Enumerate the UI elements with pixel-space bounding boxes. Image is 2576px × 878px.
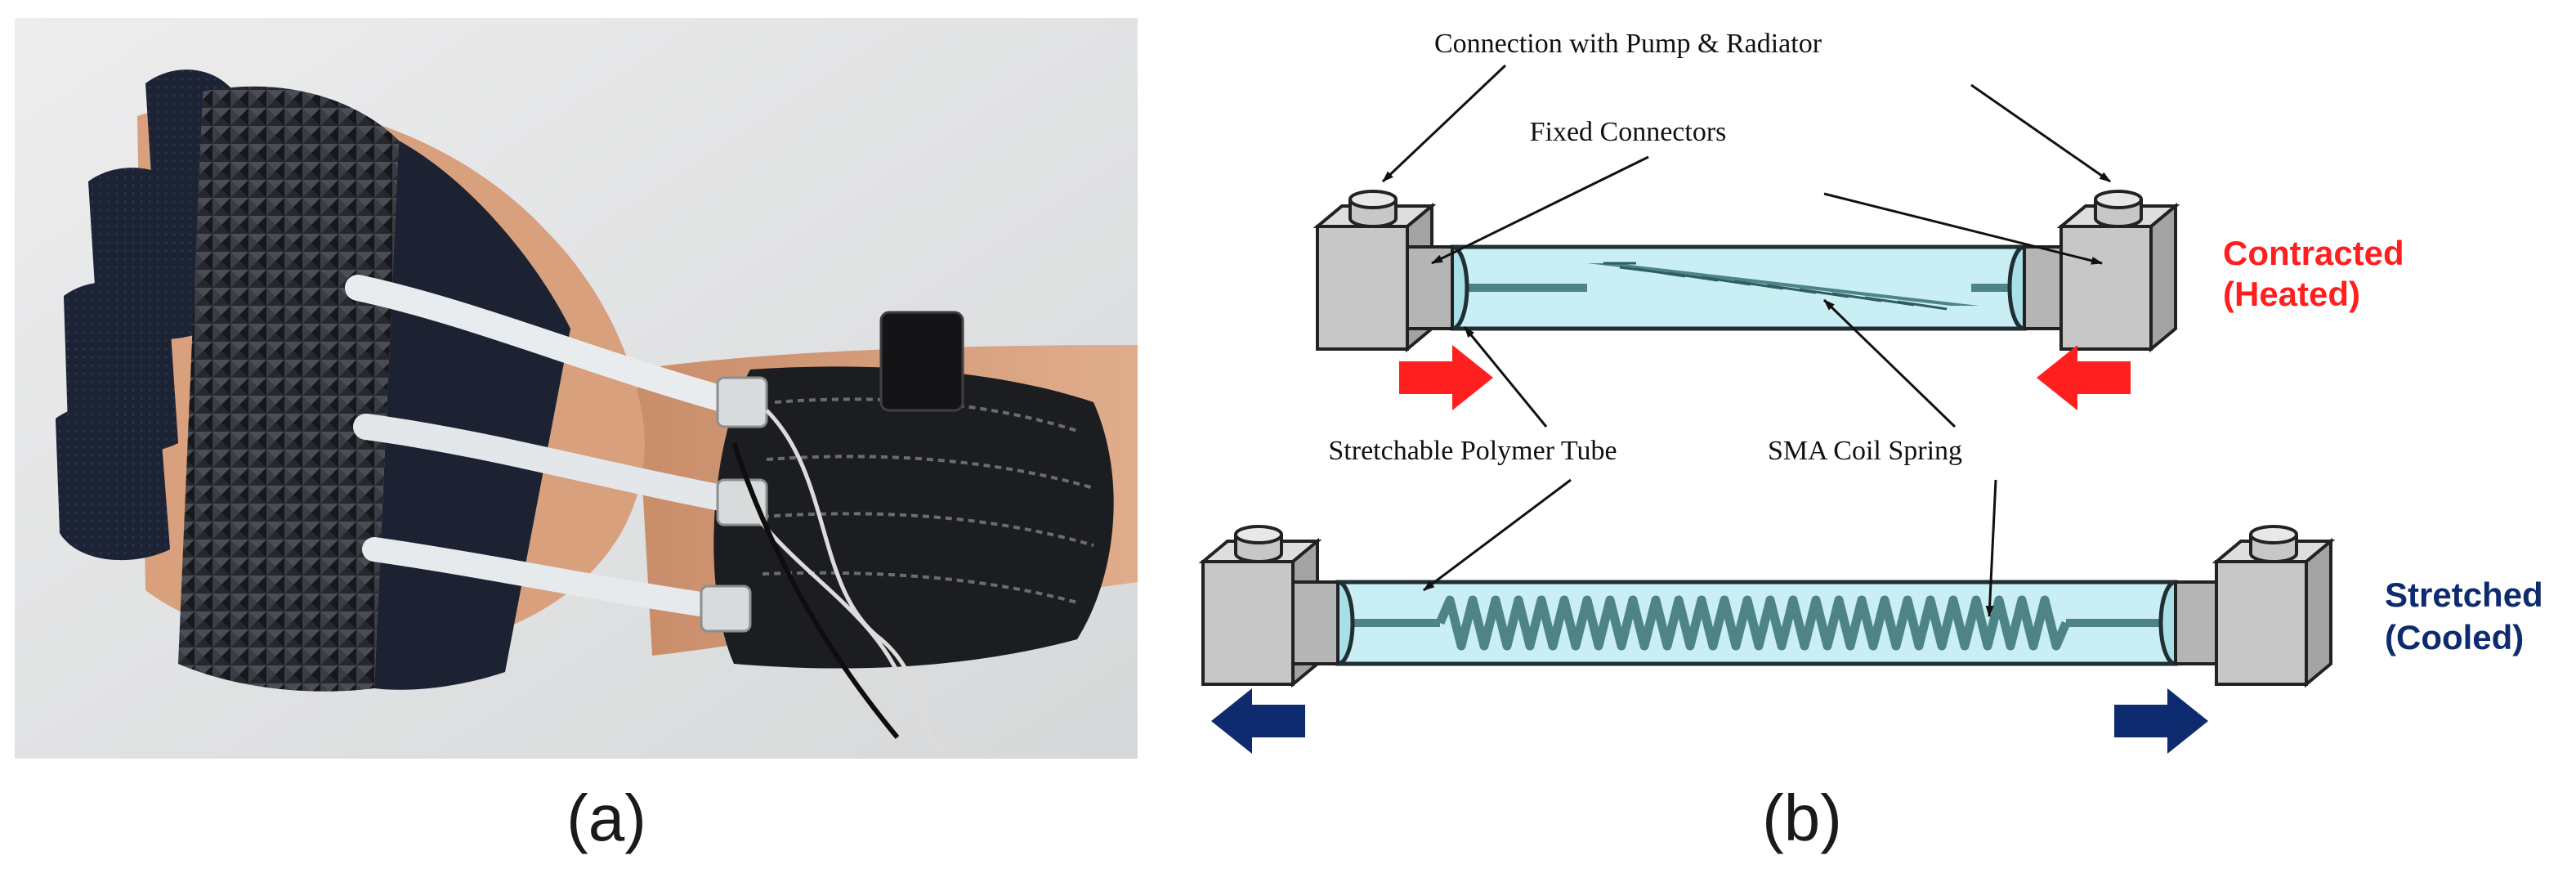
state-contracted: Contracted [2223,234,2404,272]
label-connection: Connection with Pump & Radiator [1434,29,1822,59]
leader-tube-bottom [1423,478,1572,592]
leader-connection-left [1381,64,1507,183]
knuckle-band [178,86,399,692]
wrist-strap [713,366,1114,669]
arrow-blue-left [1211,688,1305,754]
leader-connection-right [1970,83,2111,183]
tube-2 [353,414,747,513]
leader-tube-top [1463,326,1548,428]
state-cooled: (Cooled) [2385,618,2524,656]
glove-photo [15,18,1138,759]
connector-right-top [2023,190,2180,353]
arrow-red-right [1399,345,1493,410]
stretched-actuator [1198,525,2336,754]
connector-left-bottom [1198,525,1339,688]
black-wire [731,442,900,739]
tube-3 [362,537,730,619]
label-polymer-tube: Stretchable Polymer Tube [1328,436,1617,466]
arrow-red-left [2037,345,2131,410]
connector-left-top [1313,190,1454,353]
sma-actuator-diagram: Connection with Pump & Radiator Fixed Co… [1162,18,2568,759]
sma-spring-contracted [1452,262,2024,311]
finger-4 [56,405,170,561]
leader-spring-bottom [1985,479,1997,617]
caption-b: (b) [1762,782,1842,854]
tube-connector-3 [700,585,752,633]
label-fixed-connectors: Fixed Connectors [1530,117,1727,147]
label-coil-spring: SMA Coil Spring [1768,436,1962,466]
leader-spring-top [1822,298,1957,428]
sma-spring-stretched [1338,595,2176,651]
leader-lines [1381,64,2111,617]
arrow-blue-right [2114,688,2208,754]
state-heated: (Heated) [2223,275,2360,313]
connector-right-bottom [2174,525,2336,688]
caption-a: (a) [566,782,646,854]
tube-connector-1 [716,376,768,428]
leader-fixed-left [1431,155,1649,265]
leader-fixed-right [1823,192,2103,265]
contracted-actuator [1313,190,2180,410]
tube-1 [345,275,747,415]
state-stretched: Stretched [2385,576,2543,614]
pump-module [879,311,964,412]
